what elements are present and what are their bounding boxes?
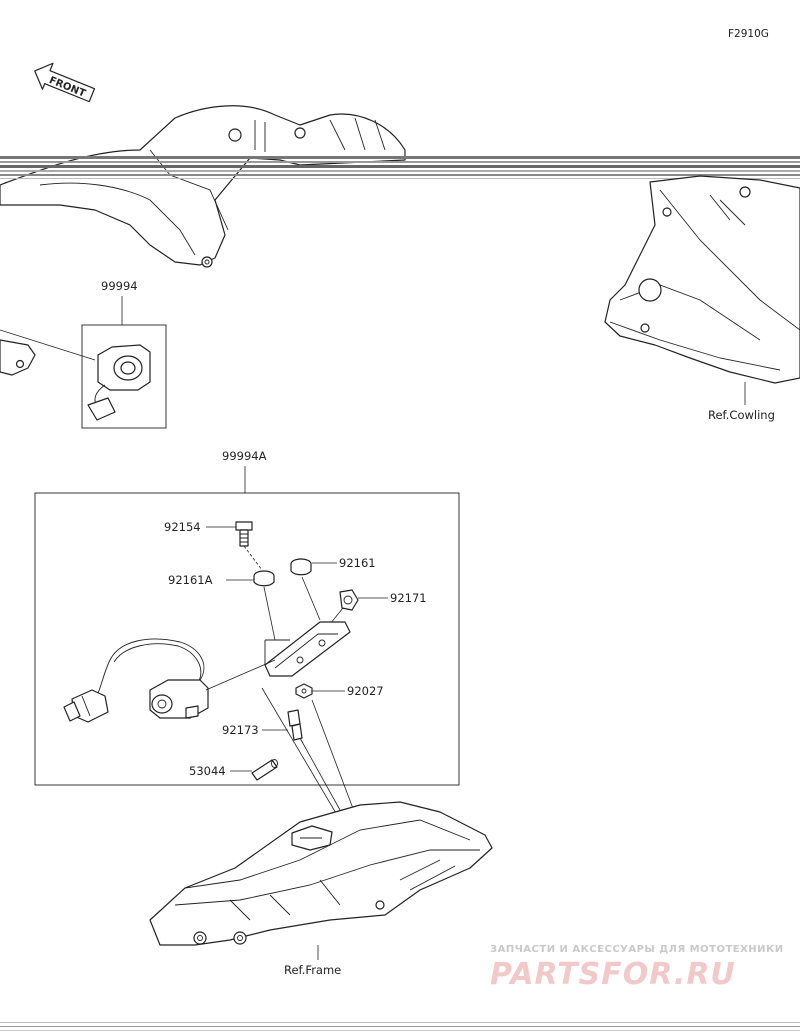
usb-socket-part <box>87 344 151 421</box>
callout-92161A: 92161A <box>168 573 213 587</box>
callout-92173: 92173 <box>222 723 259 737</box>
screw-part <box>287 709 303 741</box>
callout-99994A: 99994A <box>222 449 267 463</box>
kit-99994-box <box>81 324 167 429</box>
watermark-brand: PARTSFOR.RU <box>490 957 736 992</box>
frame-part <box>149 801 493 946</box>
callout-92161: 92161 <box>339 556 376 570</box>
callout-99994: 99994 <box>101 279 138 293</box>
bottom-noise-band <box>0 1022 800 1031</box>
bracket-part <box>264 621 351 677</box>
kit-99994A-box <box>34 492 460 786</box>
right-cowling-part <box>604 175 800 384</box>
tube-part <box>251 759 278 781</box>
socket-cable-part <box>63 638 209 723</box>
collar-part <box>290 558 312 576</box>
scan-noise-band <box>0 156 800 179</box>
collar-a-part <box>253 570 275 587</box>
bolt-part <box>235 521 253 547</box>
callout-53044: 53044 <box>189 764 226 778</box>
nut-part <box>295 683 313 699</box>
callout-92171: 92171 <box>390 591 427 605</box>
upper-cowling-part <box>0 105 406 268</box>
front-arrow-icon: FRONT <box>34 62 96 103</box>
left-mount-part <box>0 339 36 376</box>
ref-frame-label: Ref.Frame <box>284 963 341 977</box>
clamp-part <box>339 589 359 611</box>
ref-cowling-label: Ref.Cowling <box>708 408 775 422</box>
callout-92154: 92154 <box>164 520 201 534</box>
watermark-tagline: ЗАПЧАСТИ И АКСЕССУАРЫ ДЛЯ МОТОТЕХНИКИ <box>490 944 784 955</box>
callout-92027: 92027 <box>347 684 384 698</box>
diagram-code: F2910G <box>728 28 769 40</box>
